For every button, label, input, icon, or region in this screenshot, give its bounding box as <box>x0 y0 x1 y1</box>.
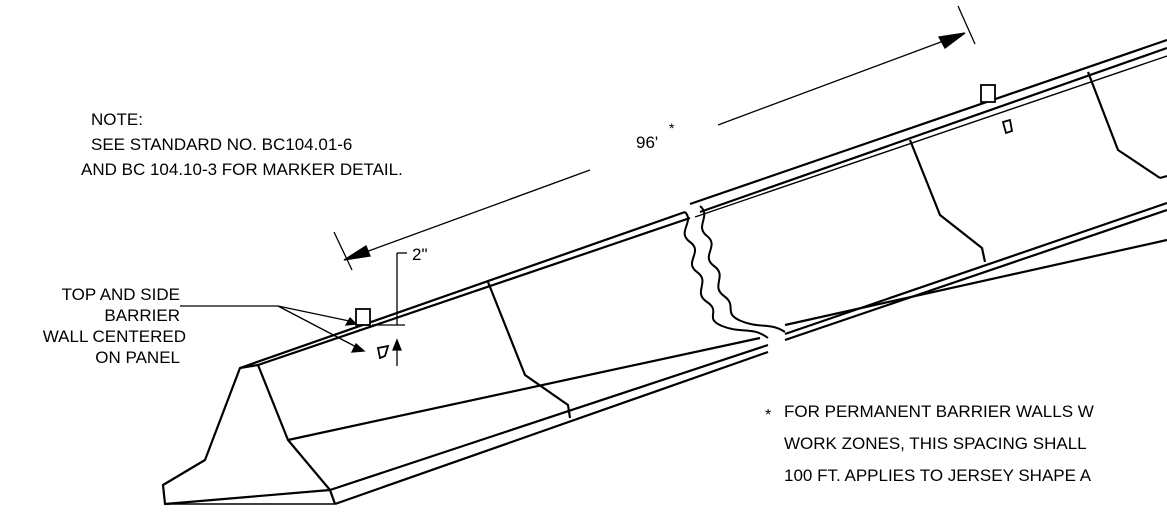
extension-line-right <box>957 5 976 45</box>
panel-joint-1 <box>486 281 572 419</box>
arrowhead-right <box>937 32 966 49</box>
offset-dimension <box>372 252 407 366</box>
break-line <box>683 205 786 339</box>
spacing-label: 96' <box>636 133 658 152</box>
barrier-top-edge-left <box>239 210 686 370</box>
footnote-line-1: FOR PERMANENT BARRIER WALLS W <box>784 402 1094 421</box>
barrier-wall <box>161 38 1167 506</box>
extension-line-left <box>333 231 353 271</box>
marker-right <box>980 84 1014 135</box>
dimension-line-right <box>717 32 966 126</box>
callout-line-2: BARRIER <box>104 306 180 325</box>
note-block: NOTE: SEE STANDARD NO. BC104.01-6 AND BC… <box>81 110 403 179</box>
note-line-1: SEE STANDARD NO. BC104.01-6 <box>91 135 352 154</box>
panel-joint-2 <box>908 139 987 263</box>
offset-label: 2" <box>412 245 428 264</box>
side-marker-right <box>1001 118 1014 135</box>
marker-callout: TOP AND SIDE BARRIER WALL CENTERED ON PA… <box>43 285 186 367</box>
note-heading: NOTE: <box>91 110 143 129</box>
barrier-base-edge <box>328 489 337 505</box>
spacing-asterisk: * <box>669 120 675 136</box>
panel-joint-3 <box>1086 71 1161 179</box>
callout-line-4: ON PANEL <box>95 348 180 367</box>
barrier-top-edge-right <box>689 38 1167 206</box>
top-marker-left <box>355 308 371 326</box>
callout-line-1: TOP AND SIDE <box>62 285 180 304</box>
barrier-end-profile <box>161 363 332 506</box>
barrier-slope-break-left <box>287 336 761 442</box>
footnote-line-3: 100 FT. APPLIES TO JERSEY SHAPE A <box>784 466 1092 485</box>
barrier-toe-right <box>784 208 1167 342</box>
top-marker-right <box>980 84 996 103</box>
footnote-asterisk: * <box>765 407 771 424</box>
footnote: * FOR PERMANENT BARRIER WALLS W WORK ZON… <box>765 402 1094 485</box>
side-marker-left <box>376 344 390 360</box>
footnote-line-2: WORK ZONES, THIS SPACING SHALL <box>784 434 1087 453</box>
barrier-toe-left <box>329 343 769 492</box>
callout-leaders <box>180 305 366 353</box>
barrier-slope-break-right <box>784 238 1167 327</box>
arrowhead-left <box>343 245 371 261</box>
marker-left <box>355 308 390 360</box>
callout-line-3: WALL CENTERED <box>43 327 186 346</box>
note-line-2: AND BC 104.10-3 FOR MARKER DETAIL. <box>81 160 403 179</box>
dimension-line-left <box>343 169 591 261</box>
spacing-dimension <box>333 5 976 271</box>
